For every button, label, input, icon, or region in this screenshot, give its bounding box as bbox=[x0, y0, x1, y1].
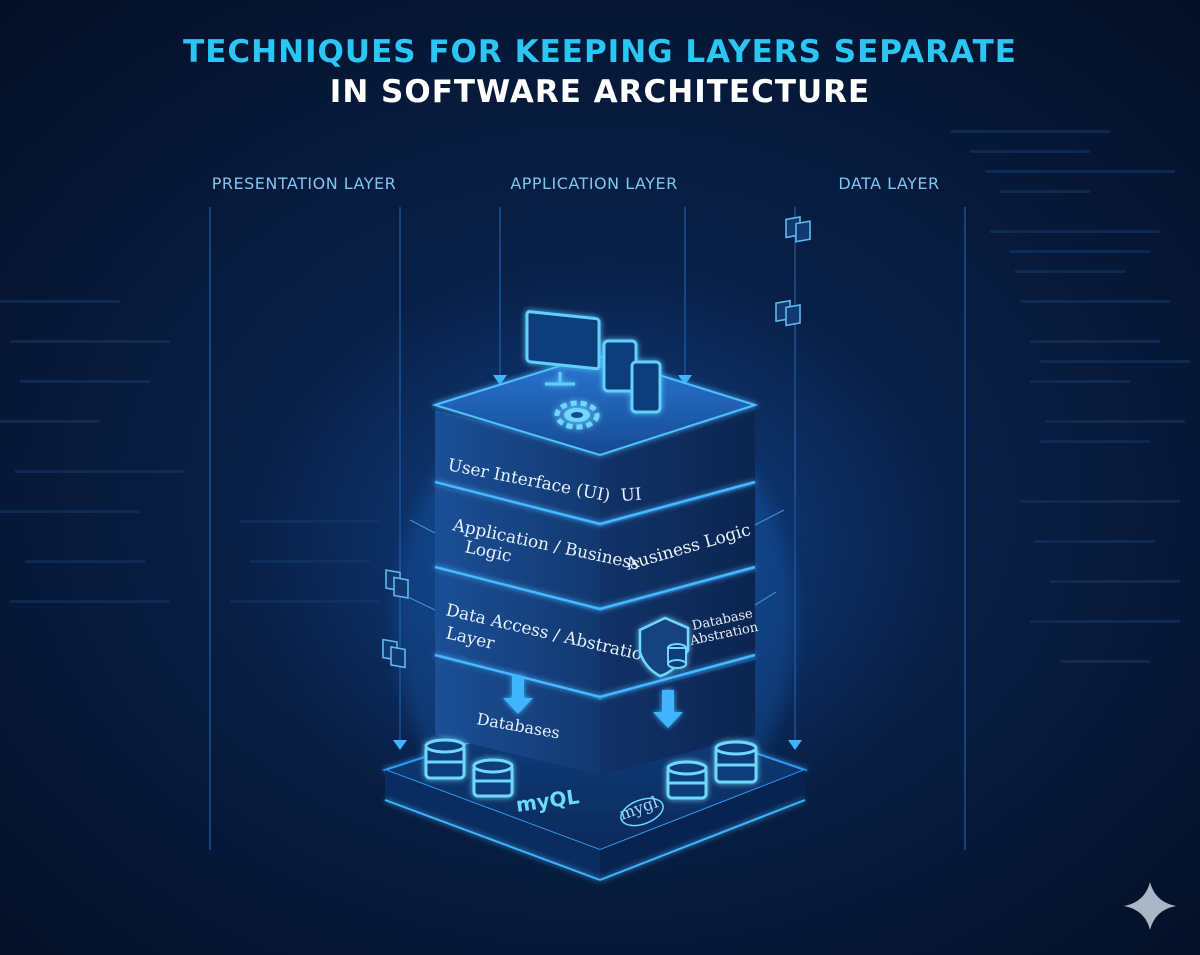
down-arrow-icon bbox=[678, 375, 692, 385]
column-label-application: APPLICATION LAYER bbox=[510, 174, 678, 193]
down-arrow-icon bbox=[503, 676, 683, 728]
shield-database-icon bbox=[638, 616, 690, 678]
connector-line bbox=[409, 519, 436, 534]
document-icon bbox=[785, 215, 811, 243]
database-icon bbox=[666, 760, 708, 800]
database-icon bbox=[714, 740, 758, 784]
database-icon bbox=[472, 758, 514, 798]
column-label-presentation: PRESENTATION LAYER bbox=[211, 174, 397, 193]
connector-line bbox=[407, 596, 436, 611]
sparkle-icon bbox=[1124, 882, 1176, 930]
application-column-frame bbox=[493, 206, 692, 385]
document-icon bbox=[382, 638, 406, 669]
connector-line bbox=[754, 509, 785, 526]
mysql-swirl-icon bbox=[620, 797, 664, 827]
down-arrow-icon bbox=[493, 375, 507, 385]
down-arrow-icon bbox=[393, 740, 407, 750]
down-arrow-icon bbox=[788, 740, 802, 750]
data-column-frame bbox=[788, 206, 969, 850]
title-line-1: TECHNIQUES FOR KEEPING LAYERS SEPARATE bbox=[183, 34, 1017, 70]
document-icon bbox=[385, 569, 409, 599]
background-code-lines bbox=[0, 130, 1190, 663]
connector-line bbox=[754, 591, 777, 606]
layer-ui-right-label: UI bbox=[620, 485, 642, 506]
gear-icon bbox=[554, 400, 600, 430]
column-label-data: DATA LAYER bbox=[838, 174, 940, 193]
title-line-2: IN SOFTWARE ARCHITECTURE bbox=[329, 74, 871, 110]
document-icon bbox=[775, 299, 801, 327]
database-icon bbox=[424, 738, 466, 780]
monitor-tablet-phone-icon bbox=[525, 310, 662, 414]
presentation-column-frame bbox=[205, 206, 407, 850]
